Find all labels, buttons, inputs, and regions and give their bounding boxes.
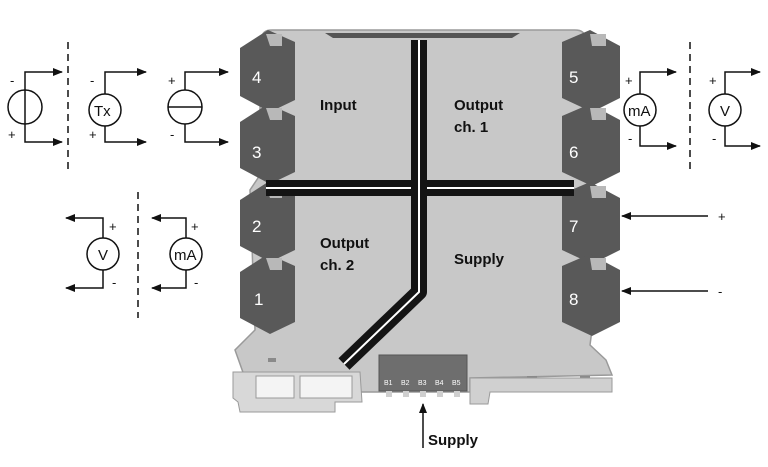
supply-connector: B1 B2 B3 B4 B5 [378, 354, 468, 397]
zone-supply-label: Supply [454, 251, 505, 268]
isource-plus-sign: + [168, 73, 176, 88]
terminal-5-label: 5 [569, 68, 578, 87]
ma-ch2-plus-sign: + [191, 219, 199, 234]
zone-input-label: Input [320, 97, 357, 114]
connector-pin-b1: B1 [384, 380, 393, 387]
terminal-block-4: 4 [240, 30, 295, 112]
ammeter-ch2-label: mA [174, 247, 197, 264]
vsource-minus-sign: - [10, 73, 14, 88]
v-ch2-minus-sign: - [112, 275, 116, 290]
zone-output-ch1-line2: ch. 1 [454, 119, 488, 136]
ma-ch1-minus-sign: - [628, 131, 632, 146]
voltmeter-ch2-icon [65, 214, 120, 292]
isolation-dividers [266, 40, 574, 370]
terminal-6-label: 6 [569, 143, 578, 162]
terminal-1-label: 1 [254, 290, 263, 309]
terminal-2-label: 2 [252, 217, 261, 236]
connector-pin-b3: B3 [418, 380, 427, 387]
ammeter-ch1-icon [623, 68, 677, 150]
transmitter-label: Tx [94, 103, 111, 120]
ammeter-ch1-label: mA [628, 103, 651, 120]
connector-pin-b5: B5 [452, 380, 461, 387]
current-source-icon [167, 68, 229, 146]
zone-output-ch2-line2: ch. 2 [320, 257, 354, 274]
terminal-block-6: 6 [562, 104, 620, 186]
vsource-plus-sign: + [8, 127, 16, 142]
terminal-block-8: 8 [562, 254, 620, 336]
isource-minus-sign: - [170, 127, 174, 142]
ammeter-ch2-icon [151, 214, 203, 292]
bottom-supply-label: Supply [428, 432, 479, 449]
connector-pin-b4: B4 [435, 380, 444, 387]
zone-output-ch2-line1: Output [320, 235, 369, 252]
terminal-block-1: 1 [240, 254, 295, 334]
v-ch1-minus-sign: - [712, 131, 716, 146]
terminal-block-5: 5 [562, 30, 620, 112]
tx-plus-sign: + [89, 127, 97, 142]
terminal-3-label: 3 [252, 143, 261, 162]
tx-minus-sign: - [90, 73, 94, 88]
voltmeter-ch2-label: V [98, 247, 108, 264]
terminal-8-label: 8 [569, 290, 578, 309]
connector-pin-b2: B2 [401, 380, 410, 387]
terminal-7-label: 7 [569, 217, 578, 236]
voltmeter-ch1-label: V [720, 103, 730, 120]
voltage-source-icon [7, 68, 63, 146]
terminal-4-label: 4 [252, 68, 261, 87]
v-ch1-plus-sign: + [709, 73, 717, 88]
transmitter-icon [88, 68, 147, 146]
ma-ch2-minus-sign: - [194, 275, 198, 290]
supply-minus-sign: - [718, 284, 722, 299]
terminal-block-7: 7 [562, 182, 620, 264]
v-ch2-plus-sign: + [109, 219, 117, 234]
ma-ch1-plus-sign: + [625, 73, 633, 88]
zone-output-ch1-line1: Output [454, 97, 503, 114]
terminal-block-3: 3 [240, 104, 295, 184]
supply-plus-sign: + [718, 209, 726, 224]
voltmeter-ch1-icon [708, 68, 761, 150]
